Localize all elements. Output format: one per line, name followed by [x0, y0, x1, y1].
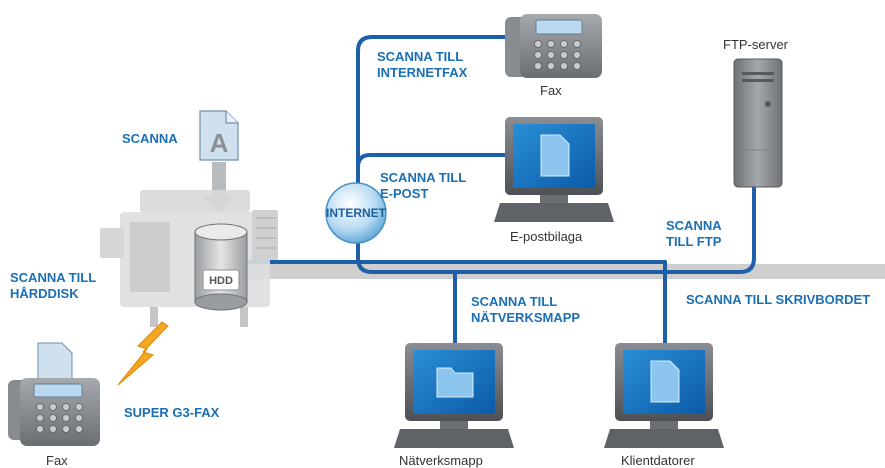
- label-line: TILL FTP: [666, 234, 722, 249]
- label-line: E-POST: [380, 186, 429, 201]
- server-icon: [733, 58, 783, 188]
- label-scanna-till-natverksmapp: SCANNA TILL NÄTVERKSMAPP: [471, 294, 580, 326]
- label-scanna: SCANNA: [122, 131, 178, 146]
- caption-fax-bottom: Fax: [46, 453, 68, 468]
- document-letter: A: [210, 128, 229, 158]
- monitor-icon: [394, 343, 514, 448]
- label-scanna-till-internetfax: SCANNA TILL INTERNETFAX: [377, 49, 467, 81]
- label-line: INTERNETFAX: [377, 65, 468, 80]
- network-lines: [238, 35, 756, 347]
- fax-icon: [505, 14, 602, 78]
- hdd-icon: HDD: [194, 223, 248, 311]
- label-line: SCANNA TILL: [377, 49, 464, 64]
- label-line: SCANNA: [666, 218, 722, 233]
- document-icon: A: [199, 110, 239, 161]
- caption-ftp-server: FTP-server: [723, 37, 788, 52]
- caption-klientdatorer: Klientdatorer: [621, 453, 695, 468]
- label-line: NÄTVERKSMAPP: [471, 310, 581, 325]
- label-line: SCANNA TILL: [471, 294, 558, 309]
- copier-icon: [100, 190, 278, 327]
- hdd-label: HDD: [209, 275, 233, 287]
- label-scanna-till-skrivbordet: SCANNA TILL SKRIVBORDET: [686, 292, 871, 307]
- internet-label: INTERNET: [326, 206, 387, 220]
- label-line: SCANNA TILL: [380, 170, 467, 185]
- label-super-g3-fax: SUPER G3-FAX: [124, 405, 220, 420]
- label-scanna-till-harddisk: SCANNA TILL HÅRDDISK: [10, 270, 96, 302]
- caption-natverksmapp: Nätverksmapp: [399, 453, 483, 468]
- fax-icon: [8, 342, 100, 446]
- label-line: HÅRDDISK: [10, 286, 79, 301]
- lightning-icon: [117, 321, 169, 386]
- label-scanna-till-ftp: SCANNA TILL FTP: [666, 218, 722, 250]
- monitor-icon: [494, 117, 614, 222]
- internet-globe-icon: INTERNET: [325, 182, 387, 244]
- label-scanna-till-epost: SCANNA TILL E-POST: [380, 170, 466, 202]
- monitor-icon: [604, 343, 724, 448]
- caption-epostbilaga: E-postbilaga: [510, 229, 583, 244]
- caption-fax-top: Fax: [540, 83, 562, 98]
- folder-icon: [436, 367, 474, 398]
- label-line: SCANNA TILL: [10, 270, 97, 285]
